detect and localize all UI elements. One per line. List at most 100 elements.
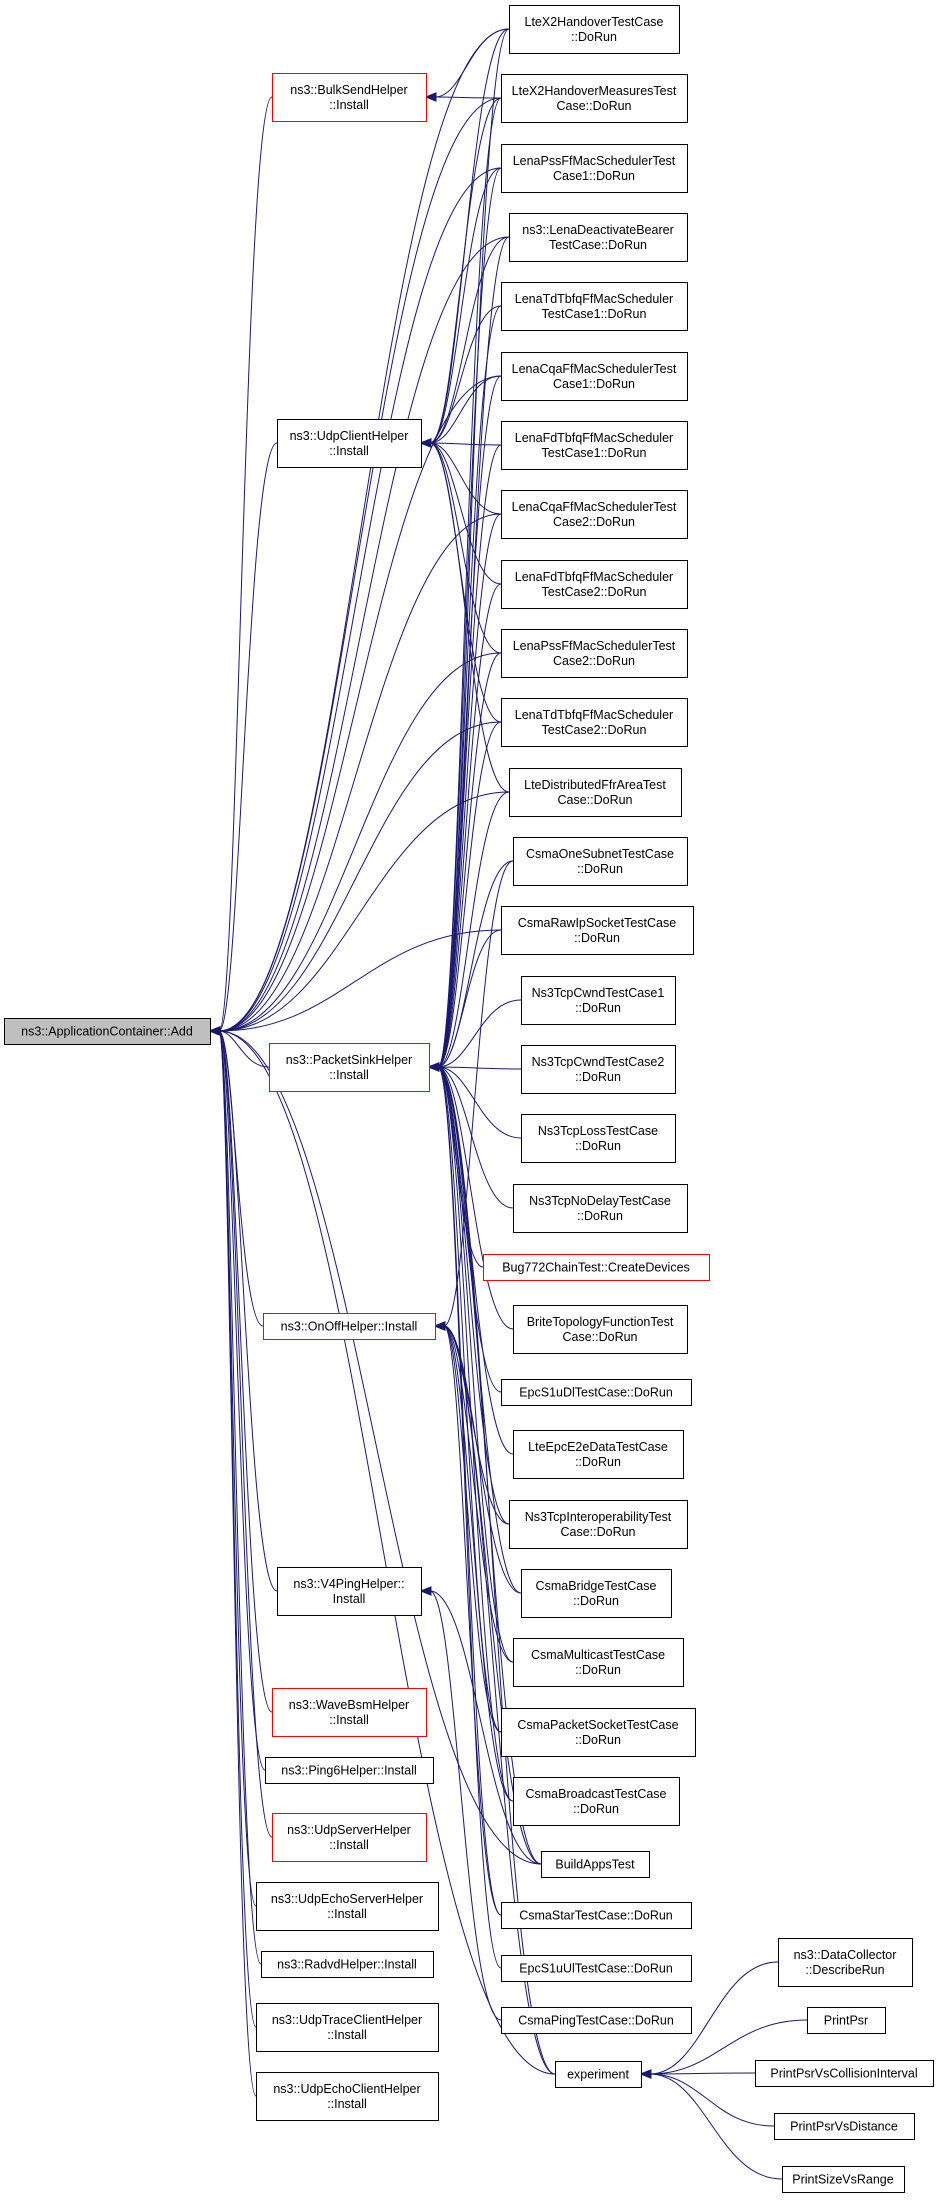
- node-box: [774, 2113, 915, 2140]
- node-packetsink[interactable]: ns3::PacketSinkHelper::Install: [269, 1043, 430, 1092]
- node-ltex2ho[interactable]: LteX2HandoverTestCase::DoRun: [509, 5, 680, 54]
- node-udpechoserver[interactable]: ns3::UdpEchoServerHelper::Install: [256, 1882, 439, 1931]
- node-udpserver[interactable]: ns3::UdpServerHelper::Install: [272, 1813, 427, 1862]
- node-box: [807, 2007, 886, 2034]
- edge-cqa2-to-packetsink: [437, 513, 502, 1068]
- node-label: ::DoRun: [573, 1594, 619, 1608]
- node-udpechoclient[interactable]: ns3::UdpEchoClientHelper::Install: [256, 2072, 439, 2121]
- node-udptrace[interactable]: ns3::UdpTraceClientHelper::Install: [256, 2003, 439, 2052]
- node-v4ping[interactable]: ns3::V4PingHelper::Install: [277, 1567, 422, 1616]
- edge-tdtbfq2-to-packetsink: [437, 721, 502, 1068]
- node-csmaping[interactable]: CsmaPingTestCase::DoRun: [501, 2007, 692, 2034]
- node-label: ns3::BulkSendHelper: [290, 83, 407, 97]
- node-epce2e[interactable]: LteEpcE2eDataTestCase::DoRun: [513, 1430, 684, 1479]
- edge-cqa2-to-udpclient: [429, 442, 502, 515]
- node-cwnd1[interactable]: Ns3TcpCwndTestCase1::DoRun: [521, 976, 676, 1025]
- node-root[interactable]: ns3::ApplicationContainer::Add: [4, 1018, 211, 1045]
- node-wavebsm[interactable]: ns3::WaveBsmHelper::Install: [272, 1688, 427, 1737]
- node-label: ns3::UdpServerHelper: [287, 1823, 411, 1837]
- node-printpsrcoll[interactable]: PrintPsrVsCollisionInterval: [755, 2060, 934, 2087]
- node-label: ::Install: [329, 98, 369, 112]
- node-box: [501, 144, 688, 193]
- node-box: [501, 1379, 692, 1406]
- edge-radvd-to-root: [218, 1030, 262, 1965]
- edge-cqa1-to-root: [218, 375, 502, 1032]
- edge-cqa2-to-root: [218, 513, 502, 1032]
- node-describerun[interactable]: ns3::DataCollector::DescribeRun: [778, 1938, 913, 1987]
- node-epcs1uul[interactable]: EpcS1uUlTestCase::DoRun: [501, 1955, 692, 1982]
- node-label: PrintPsrVsDistance: [790, 2120, 898, 2134]
- node-box: [501, 2007, 692, 2034]
- node-label: ns3::UdpClientHelper: [290, 429, 409, 443]
- edge-packetsink-to-root: [218, 1030, 270, 1068]
- nodes-layer: ns3::ApplicationContainer::Add ns3::BulkS…: [4, 5, 934, 2193]
- node-printsize[interactable]: PrintSizeVsRange: [782, 2166, 905, 2193]
- node-box: [501, 1902, 692, 1929]
- node-csmastar[interactable]: CsmaStarTestCase::DoRun: [501, 1902, 692, 1929]
- node-box: [513, 1638, 684, 1687]
- node-radvd[interactable]: ns3::RadvdHelper::Install: [261, 1951, 434, 1978]
- node-label: LteDistributedFfrAreaTest: [524, 778, 666, 792]
- node-box: [521, 1569, 672, 1618]
- node-label: LenaFdTbfqFfMacScheduler: [515, 431, 673, 445]
- node-csmamulti[interactable]: CsmaMulticastTestCase::DoRun: [513, 1638, 684, 1687]
- edges-layer: [208, 28, 808, 2180]
- edge-csmastar-to-onoff: [443, 1325, 502, 1916]
- edge-udpclient-to-root: [218, 442, 278, 1032]
- node-csmaone[interactable]: CsmaOneSubnetTestCase::DoRun: [513, 837, 688, 886]
- node-box: [277, 419, 422, 468]
- node-epcs1udl[interactable]: EpcS1uDlTestCase::DoRun: [501, 1379, 692, 1406]
- node-bug772[interactable]: Bug772ChainTest::CreateDevices: [483, 1254, 710, 1281]
- node-udpclient[interactable]: ns3::UdpClientHelper::Install: [277, 419, 422, 468]
- edge-v4ping-to-root: [218, 1030, 278, 1592]
- node-label: ns3::PacketSinkHelper: [286, 1053, 412, 1067]
- node-bulksend[interactable]: ns3::BulkSendHelper::Install: [272, 73, 427, 122]
- node-label: ::Install: [329, 1068, 369, 1082]
- node-box: [755, 2060, 934, 2087]
- edge-printpsrcoll-to-experiment: [649, 2072, 756, 2075]
- node-label: LenaTdTbfqFfMacScheduler: [515, 292, 673, 306]
- node-label: ns3::Ping6Helper::Install: [281, 1764, 417, 1778]
- node-label: ::Install: [329, 1838, 369, 1852]
- edge-pss2-to-root: [218, 652, 502, 1032]
- node-label: ns3::UdpEchoServerHelper: [271, 1892, 423, 1906]
- edge-fdtbfq2-to-packetsink: [437, 583, 502, 1068]
- node-csmabridge[interactable]: CsmaBridgeTestCase::DoRun: [521, 1569, 672, 1618]
- node-buildapps[interactable]: BuildAppsTest: [541, 1851, 650, 1878]
- edge-cwnd2-to-packetsink: [437, 1066, 522, 1070]
- node-onoff[interactable]: ns3::OnOffHelper::Install: [263, 1313, 436, 1340]
- node-csmabroad[interactable]: CsmaBroadcastTestCase::DoRun: [513, 1777, 680, 1826]
- node-tcploss[interactable]: Ns3TcpLossTestCase::DoRun: [521, 1114, 676, 1163]
- node-box: [521, 1045, 676, 1094]
- node-csmaraw[interactable]: CsmaRawIpSocketTestCase::DoRun: [501, 906, 694, 955]
- edge-ltex2ho-to-root: [218, 28, 510, 1032]
- node-csmapacket[interactable]: CsmaPacketSocketTestCase::DoRun: [501, 1708, 696, 1757]
- arrowhead-experiment-to-packetsink: [427, 1062, 440, 1072]
- node-experiment[interactable]: experiment: [555, 2061, 642, 2088]
- node-tcpnodelay[interactable]: Ns3TcpNoDelayTestCase::DoRun: [513, 1184, 688, 1233]
- arrowhead-experiment-to-root: [208, 1026, 221, 1036]
- node-printpsr[interactable]: PrintPsr: [807, 2007, 886, 2034]
- node-label: ::Install: [327, 2028, 367, 2042]
- edge-tcploss-to-packetsink: [437, 1066, 522, 1139]
- node-printpsrdist[interactable]: PrintPsrVsDistance: [774, 2113, 915, 2140]
- arrowhead-printsize-to-experiment: [639, 2069, 652, 2079]
- node-cwnd2[interactable]: Ns3TcpCwndTestCase2::DoRun: [521, 1045, 676, 1094]
- node-label: EpcS1uUlTestCase::DoRun: [519, 1962, 673, 1976]
- node-ping6[interactable]: ns3::Ping6Helper::Install: [265, 1757, 434, 1784]
- edge-fdtbfq1-to-packetsink: [437, 444, 502, 1068]
